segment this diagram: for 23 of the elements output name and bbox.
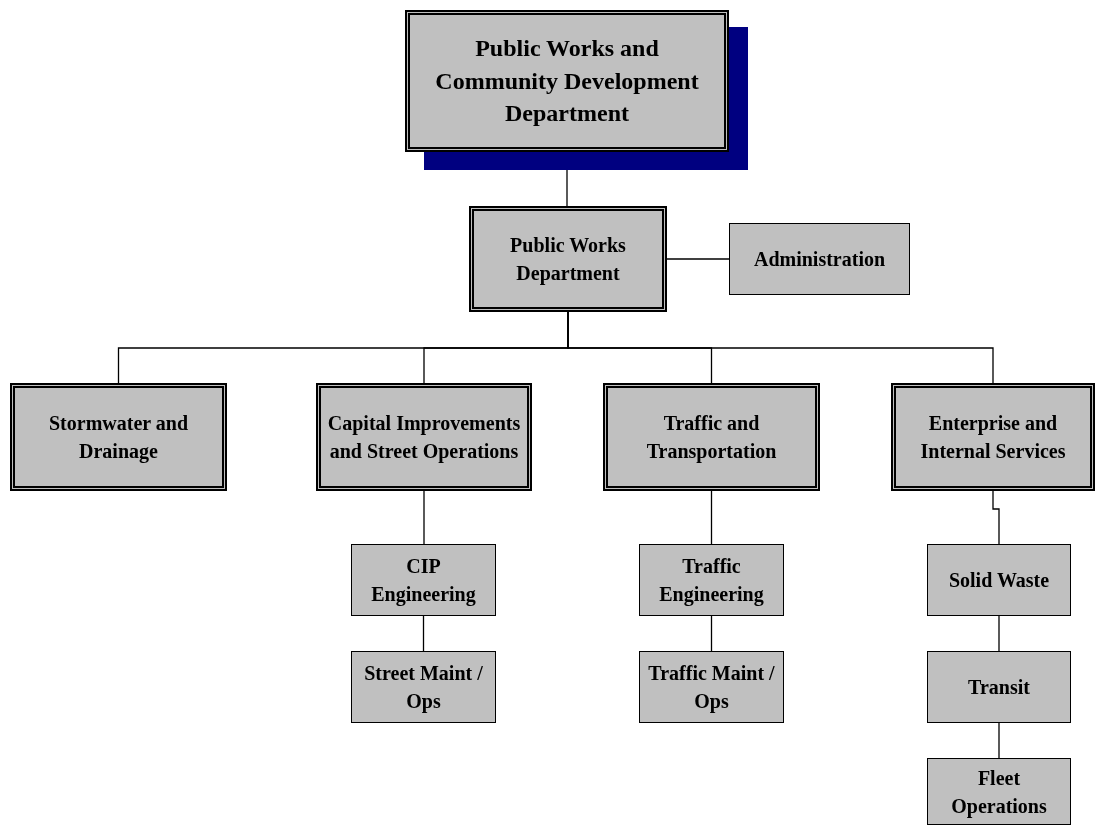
- org-unit-box: Transit: [927, 651, 1071, 723]
- org-unit-box: Traffic Maint / Ops: [639, 651, 784, 723]
- org-unit-box: Stormwater and Drainage: [10, 383, 227, 491]
- org-unit-box: Public Works and Community Development Department: [405, 10, 729, 152]
- connector-line: [998, 722, 1000, 759]
- org-unit-box: Enterprise and Internal Services: [891, 383, 1095, 491]
- org-unit-box: CIP Engineering: [351, 544, 496, 616]
- connector-line: [998, 615, 1000, 652]
- org-unit-box: Traffic and Transportation: [603, 383, 820, 491]
- connector-line: [567, 311, 994, 384]
- connector-line: [992, 490, 1000, 545]
- org-unit-box: Public Works Department: [469, 206, 667, 312]
- connector-line: [710, 615, 713, 652]
- connector-line: [666, 258, 730, 260]
- org-unit-box: Street Maint / Ops: [351, 651, 496, 723]
- connector-line: [423, 490, 425, 545]
- org-unit-box: Fleet Operations: [927, 758, 1071, 825]
- org-unit-box: Traffic Engineering: [639, 544, 784, 616]
- connector-line: [422, 615, 425, 652]
- org-unit-box: Capital Improvements and Street Operations: [316, 383, 532, 491]
- org-unit-box: Administration: [729, 223, 910, 295]
- org-unit-box: Solid Waste: [927, 544, 1071, 616]
- connector-line: [710, 490, 713, 545]
